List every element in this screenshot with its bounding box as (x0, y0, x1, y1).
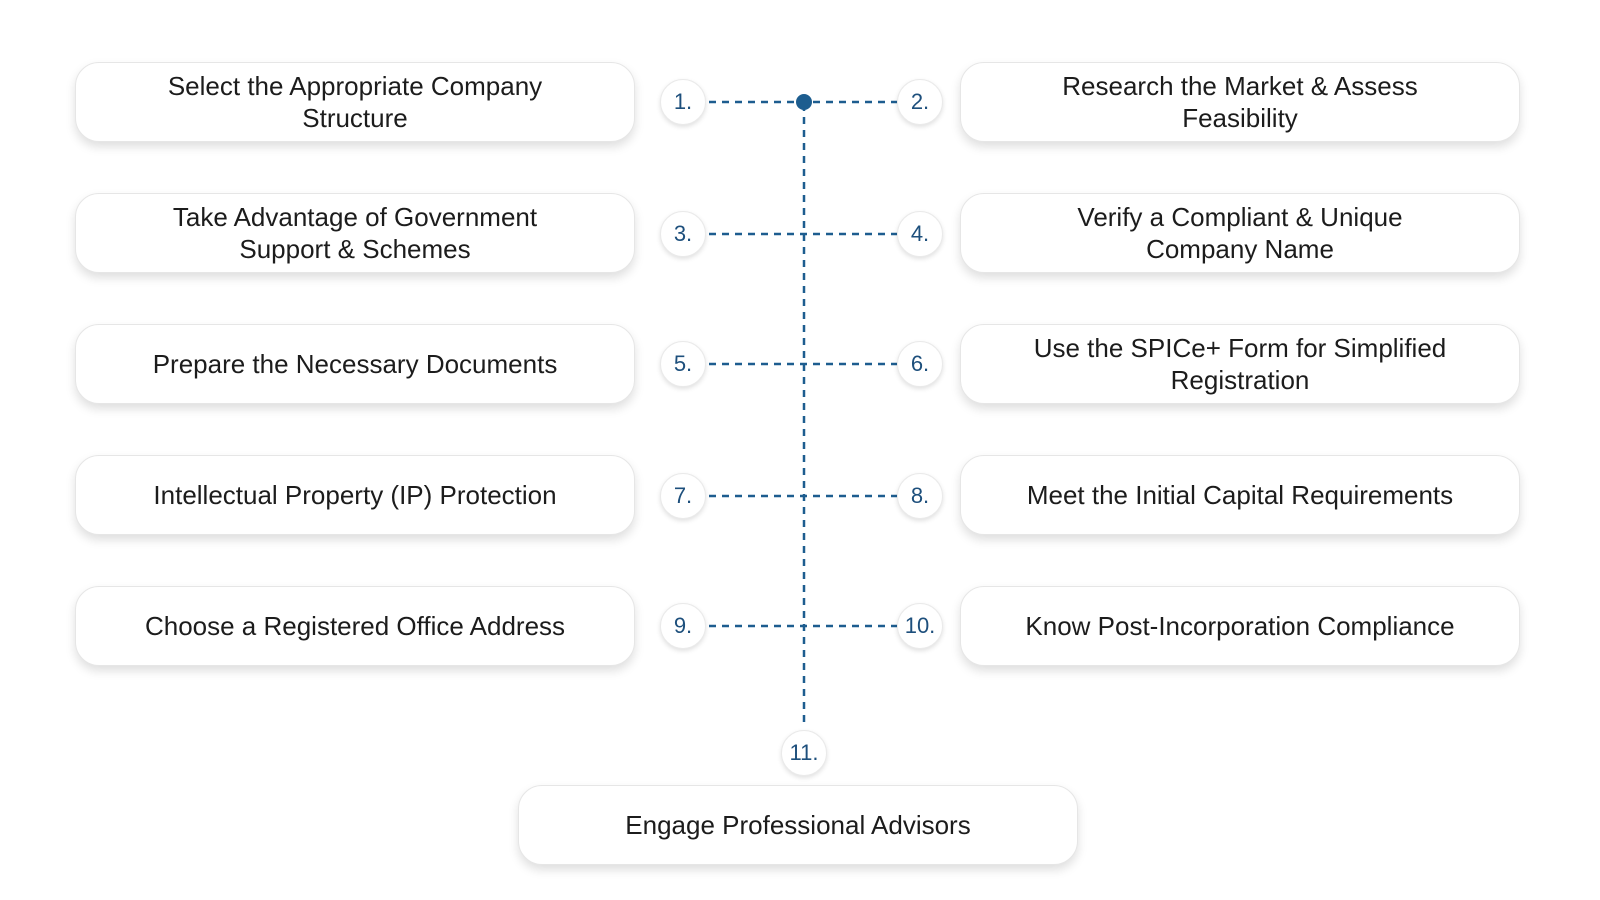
step-number-9: 9. (660, 603, 706, 649)
step-card-9: Choose a Registered Office Address (75, 586, 635, 666)
step-card-7: Intellectual Property (IP) Protection (75, 455, 635, 535)
step-number-7: 7. (660, 473, 706, 519)
step-label-1: Select the Appropriate Company Structure (167, 71, 543, 133)
step-label-3: Take Advantage of Government Support & S… (172, 202, 538, 264)
step-number-2: 2. (897, 79, 943, 125)
step-card-4: Verify a Compliant & Unique Company Name (960, 193, 1520, 273)
step-number-1: 1. (660, 79, 706, 125)
step-label-10: Know Post-Incorporation Compliance (1025, 611, 1455, 641)
step-number-11: 11. (781, 730, 827, 776)
step-number-6: 6. (897, 341, 943, 387)
step-label-6: Use the SPICe+ Form for Simplified Regis… (1033, 333, 1447, 395)
step-card-8: Meet the Initial Capital Requirements (960, 455, 1520, 535)
step-number-3: 3. (660, 211, 706, 257)
step-label-11: Engage Professional Advisors (625, 810, 971, 840)
step-card-6: Use the SPICe+ Form for Simplified Regis… (960, 324, 1520, 404)
step-label-7: Intellectual Property (IP) Protection (153, 480, 557, 510)
step-label-9: Choose a Registered Office Address (144, 611, 566, 641)
step-number-5: 5. (660, 341, 706, 387)
step-label-2: Research the Market & Assess Feasibility (1062, 71, 1418, 133)
step-number-4: 4. (897, 211, 943, 257)
step-card-2: Research the Market & Assess Feasibility (960, 62, 1520, 142)
step-label-5: Prepare the Necessary Documents (152, 349, 558, 379)
step-card-11: Engage Professional Advisors (518, 785, 1078, 865)
step-card-5: Prepare the Necessary Documents (75, 324, 635, 404)
step-card-3: Take Advantage of Government Support & S… (75, 193, 635, 273)
step-label-8: Meet the Initial Capital Requirements (1026, 480, 1454, 510)
step-card-10: Know Post-Incorporation Compliance (960, 586, 1520, 666)
step-label-4: Verify a Compliant & Unique Company Name (1077, 202, 1403, 264)
step-number-8: 8. (897, 473, 943, 519)
step-card-1: Select the Appropriate Company Structure (75, 62, 635, 142)
step-number-10: 10. (897, 603, 943, 649)
connector-junction-dot (796, 94, 812, 110)
